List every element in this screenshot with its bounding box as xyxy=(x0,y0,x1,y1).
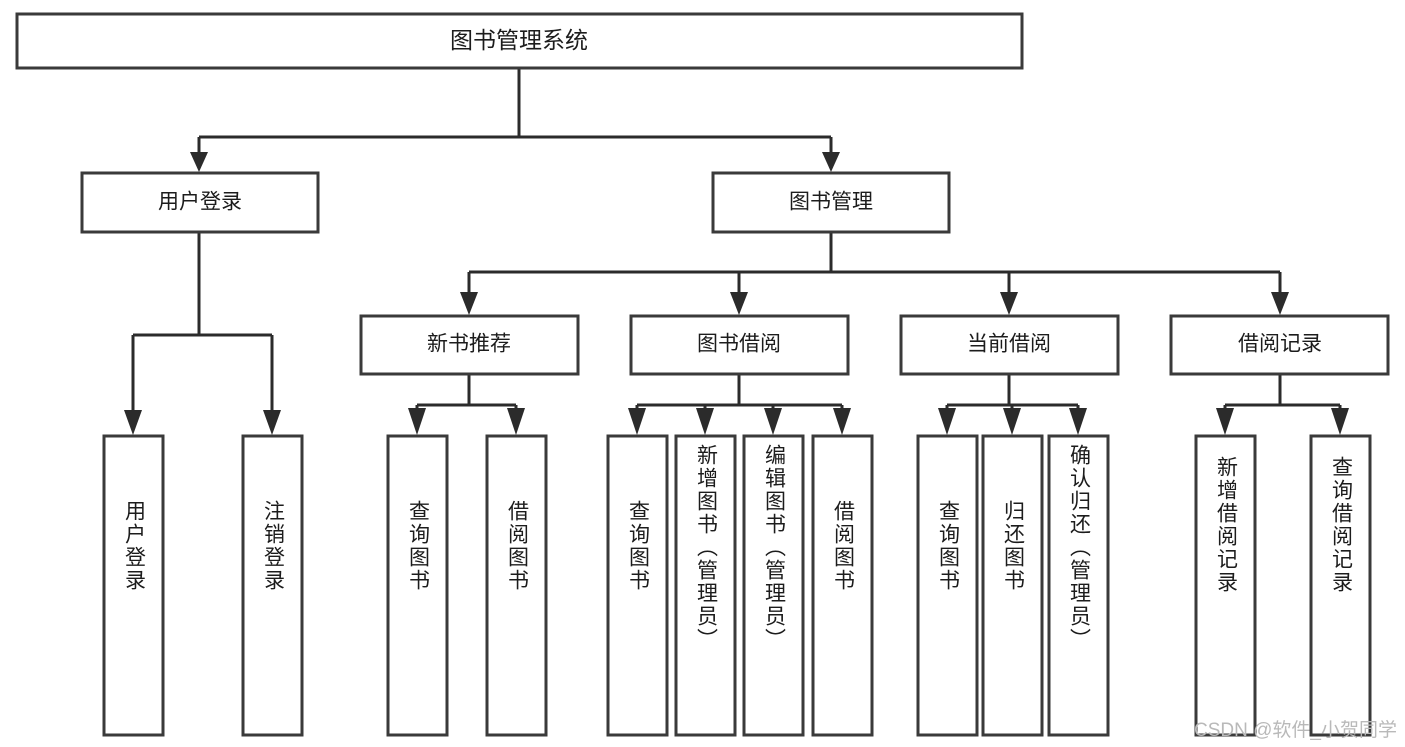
node-current-borrow-box xyxy=(899,314,1120,376)
leaf-box-record-query[interactable] xyxy=(1309,434,1372,737)
leaf-box-record-add[interactable] xyxy=(1194,434,1257,737)
arrowhead-borrow-leaf-4 xyxy=(833,408,851,435)
leaf-box-borrow-add[interactable] xyxy=(674,434,737,737)
arrowhead-to-new-book xyxy=(460,292,478,315)
node-new-book-recommend-box xyxy=(359,314,580,376)
arrowhead-to-book-borrow xyxy=(730,292,748,315)
leaf-box-logout[interactable] xyxy=(241,434,304,737)
arrowhead-borrow-leaf-1 xyxy=(628,408,646,435)
arrowhead-to-leaf-user-login xyxy=(124,410,142,435)
leaf-box-borrow-lend[interactable] xyxy=(811,434,874,737)
arrowhead-current-leaf-2 xyxy=(1003,408,1021,435)
node-book-management-label: 图书管理 xyxy=(789,191,873,214)
leaf-box-newbook-borrow[interactable] xyxy=(485,434,548,737)
node-root-box xyxy=(15,12,1024,70)
node-root-label: 图书管理系统 xyxy=(450,27,588,53)
leaf-box-current-confirm[interactable] xyxy=(1047,434,1110,737)
arrowhead-record-leaf-2 xyxy=(1331,408,1349,435)
node-borrow-record-box xyxy=(1169,314,1390,376)
leaf-box-borrow-query[interactable] xyxy=(606,434,669,737)
arrowhead-current-leaf-1 xyxy=(938,408,956,435)
node-current-borrow-label: 当前借阅 xyxy=(967,333,1051,356)
node-current-borrow[interactable]: 当前借阅 xyxy=(899,314,1120,376)
arrowhead-current-leaf-3 xyxy=(1069,408,1087,435)
node-user-login[interactable]: 用户登录 xyxy=(80,171,320,234)
arrowhead-to-leaf-logout xyxy=(263,410,281,435)
leaf-box-current-query[interactable] xyxy=(916,434,979,737)
arrowhead-to-user-login xyxy=(190,152,208,172)
node-book-borrow[interactable]: 图书借阅 xyxy=(629,314,850,376)
arrowhead-newbook-leaf-1 xyxy=(408,408,426,435)
node-book-borrow-box xyxy=(629,314,850,376)
node-user-login-label: 用户登录 xyxy=(158,191,242,214)
arrowhead-to-book-mgmt xyxy=(822,152,840,172)
node-new-book-recommend-label: 新书推荐 xyxy=(427,333,511,356)
arrowhead-to-borrow-record xyxy=(1271,292,1289,315)
node-new-book-recommend[interactable]: 新书推荐 xyxy=(359,314,580,376)
arrowhead-record-leaf-1 xyxy=(1216,408,1234,435)
node-book-management[interactable]: 图书管理 xyxy=(711,171,951,234)
leaf-box-group xyxy=(102,434,1372,737)
node-root[interactable]: 图书管理系统 xyxy=(15,12,1024,70)
arrowhead-borrow-leaf-3 xyxy=(764,408,782,435)
leaf-box-borrow-edit[interactable] xyxy=(742,434,805,737)
arrowhead-borrow-leaf-2 xyxy=(696,408,714,435)
arrowhead-group xyxy=(124,152,1349,435)
node-book-management-box xyxy=(711,171,951,234)
arrowhead-newbook-leaf-2 xyxy=(507,408,525,435)
leaf-box-newbook-query[interactable] xyxy=(386,434,449,737)
node-borrow-record-label: 借阅记录 xyxy=(1238,333,1322,356)
arrowhead-to-current-borrow xyxy=(1000,292,1018,315)
leaf-box-user-login[interactable] xyxy=(102,434,165,737)
node-user-login-box xyxy=(80,171,320,234)
node-borrow-record[interactable]: 借阅记录 xyxy=(1169,314,1390,376)
leaf-box-current-return[interactable] xyxy=(981,434,1044,737)
node-book-borrow-label: 图书借阅 xyxy=(697,333,781,356)
